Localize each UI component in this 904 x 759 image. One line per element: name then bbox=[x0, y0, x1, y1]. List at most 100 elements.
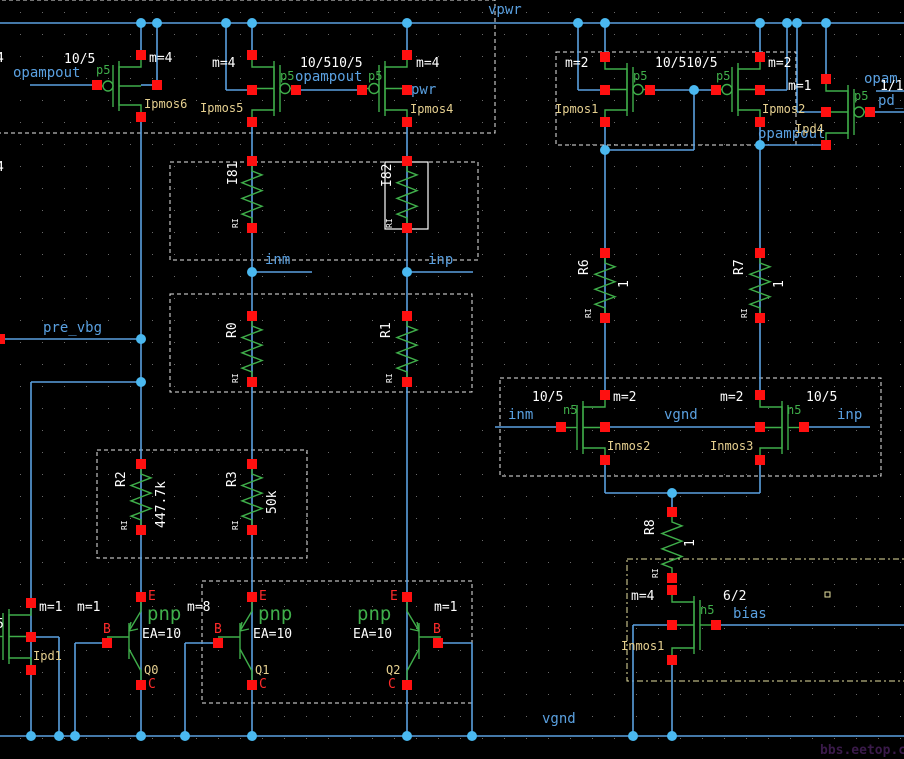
gate-bubble bbox=[853, 106, 865, 118]
grid-dot bbox=[64, 56, 65, 57]
junction-dot bbox=[136, 731, 146, 741]
grid-dot bbox=[548, 298, 549, 299]
grid-dot bbox=[812, 254, 813, 255]
pin-terminal bbox=[136, 112, 146, 122]
grid-dot bbox=[20, 364, 21, 365]
grid-dot bbox=[262, 474, 263, 475]
grid-dot bbox=[702, 254, 703, 255]
grid-dot bbox=[42, 474, 43, 475]
grid-dot bbox=[438, 628, 439, 629]
grid-dot bbox=[790, 166, 791, 167]
grid-dot bbox=[504, 496, 505, 497]
junction-dot bbox=[70, 731, 80, 741]
grid-dot bbox=[42, 584, 43, 585]
grid-dot bbox=[42, 298, 43, 299]
grid-dot bbox=[548, 452, 549, 453]
instance-label: Ipmos5 bbox=[200, 101, 243, 115]
grid-dot bbox=[20, 430, 21, 431]
grid-dot bbox=[834, 188, 835, 189]
mult-label: m=1 bbox=[434, 600, 457, 615]
grid-dot bbox=[196, 584, 197, 585]
grid-dot bbox=[790, 606, 791, 607]
grid-dot bbox=[856, 100, 857, 101]
grid-dot bbox=[328, 210, 329, 211]
grid-dot bbox=[64, 144, 65, 145]
grid-dot bbox=[328, 276, 329, 277]
grid-dot bbox=[372, 386, 373, 387]
junction-dot bbox=[221, 18, 231, 28]
grid-dot bbox=[350, 628, 351, 629]
res-name-label: R6 bbox=[577, 259, 592, 275]
grid-dot bbox=[174, 320, 175, 321]
pmos-ipmos1 bbox=[604, 57, 649, 122]
grid-dot bbox=[768, 100, 769, 101]
grid-dot bbox=[790, 738, 791, 739]
grid-dot bbox=[196, 144, 197, 145]
collector bbox=[239, 648, 253, 672]
grid-dot bbox=[900, 386, 901, 387]
grid-dot bbox=[548, 78, 549, 79]
watermark: bbs.eetop.cn bbox=[820, 743, 904, 758]
grid-dot bbox=[130, 452, 131, 453]
grid-dot bbox=[350, 694, 351, 695]
grid-dot bbox=[306, 56, 307, 57]
grid-dot bbox=[724, 562, 725, 563]
grid-dot bbox=[878, 12, 879, 13]
grid-dot bbox=[592, 166, 593, 167]
grid-dot bbox=[900, 716, 901, 717]
grid-dot bbox=[152, 694, 153, 695]
grid-dot bbox=[636, 166, 637, 167]
grid-dot bbox=[130, 320, 131, 321]
grid-dot bbox=[108, 12, 109, 13]
grid-dot bbox=[152, 122, 153, 123]
grid-dot bbox=[460, 474, 461, 475]
grid-dot bbox=[86, 276, 87, 277]
grid-dot bbox=[702, 166, 703, 167]
grid-dot bbox=[570, 738, 571, 739]
grid-dot bbox=[548, 122, 549, 123]
grid-dot bbox=[482, 364, 483, 365]
junction-dot bbox=[573, 18, 583, 28]
grid-dot bbox=[856, 364, 857, 365]
junction-dot bbox=[402, 267, 412, 277]
grid-dot bbox=[350, 650, 351, 651]
grid-dot bbox=[658, 694, 659, 695]
grid-dot bbox=[592, 386, 593, 387]
grid-dot bbox=[658, 254, 659, 255]
grid-dot bbox=[570, 254, 571, 255]
grid-dot bbox=[878, 496, 879, 497]
grid-dot bbox=[306, 386, 307, 387]
grid-dot bbox=[856, 694, 857, 695]
mult-label: m=2 bbox=[720, 390, 743, 405]
grid-dot bbox=[812, 738, 813, 739]
grid-dot bbox=[284, 12, 285, 13]
grid-dot bbox=[174, 188, 175, 189]
grid-dot bbox=[64, 254, 65, 255]
grid-dot bbox=[284, 518, 285, 519]
grid-dot bbox=[548, 188, 549, 189]
grid-dot bbox=[658, 166, 659, 167]
grid-dot bbox=[460, 210, 461, 211]
grid-dot bbox=[416, 298, 417, 299]
grid-dot bbox=[20, 606, 21, 607]
grid-dot bbox=[526, 694, 527, 695]
emitter bbox=[128, 610, 142, 632]
grid-dot bbox=[42, 650, 43, 651]
grid-dot bbox=[570, 342, 571, 343]
grid-dot bbox=[746, 672, 747, 673]
grid-dot bbox=[768, 364, 769, 365]
grid-dot bbox=[174, 56, 175, 57]
grid-dot bbox=[614, 342, 615, 343]
grid-dot bbox=[856, 474, 857, 475]
grid-dot bbox=[702, 276, 703, 277]
model-label: p5 bbox=[633, 69, 647, 83]
junction-dot bbox=[755, 18, 765, 28]
grid-dot bbox=[262, 276, 263, 277]
grid-dot bbox=[504, 78, 505, 79]
pin-terminal bbox=[433, 638, 443, 648]
grid-dot bbox=[570, 452, 571, 453]
grid-dot bbox=[834, 78, 835, 79]
grid-dot bbox=[20, 386, 21, 387]
grid-dot bbox=[218, 298, 219, 299]
